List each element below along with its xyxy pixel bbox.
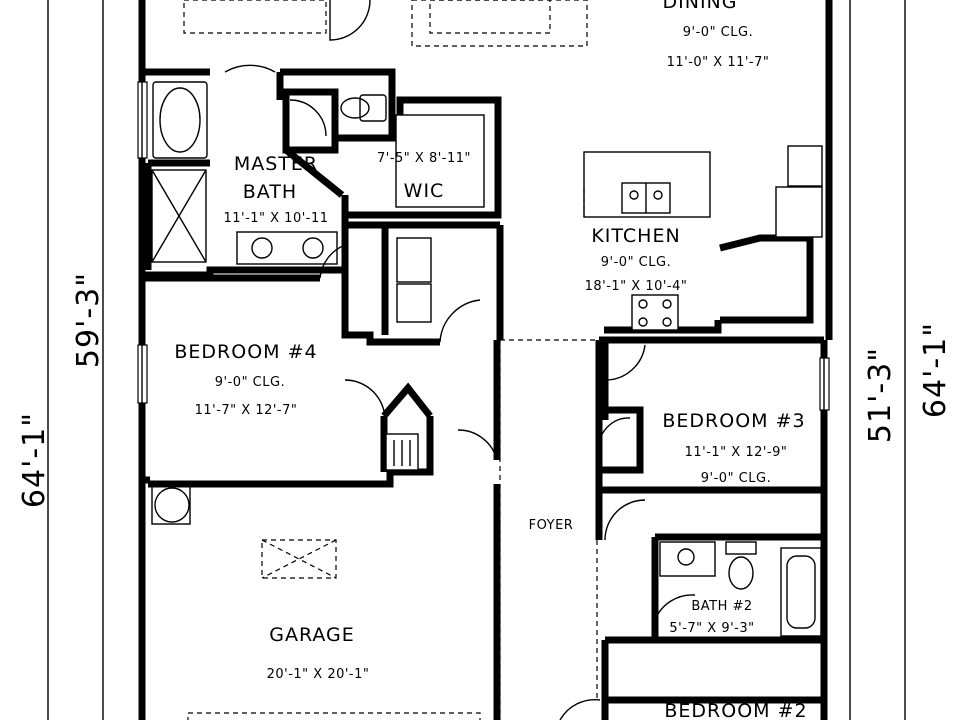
master-bath-label-2: BATH <box>243 181 297 203</box>
kitchen-size: 18'-1" X 10'-4" <box>585 279 688 294</box>
dining-ceiling: 9'-0" CLG. <box>683 25 753 40</box>
dining-size: 11'-0" X 11'-7" <box>667 55 770 70</box>
bedroom2-label: BEDROOM #2 <box>664 700 807 720</box>
bedroom4-ceiling: 9'-0" CLG. <box>215 375 285 390</box>
bedroom4-size: 11'-7" X 12'-7" <box>195 403 298 418</box>
master-bath-label-1: MASTER <box>234 153 318 175</box>
bedroom3-label: BEDROOM #3 <box>662 410 805 432</box>
windows <box>137 81 830 411</box>
bath-fixtures <box>151 81 822 637</box>
kitchen-label: KITCHEN <box>591 225 680 247</box>
bedroom3-ceiling: 9'-0" CLG. <box>701 471 771 486</box>
wic-label: WIC <box>404 180 445 202</box>
master-bath-size: 11'-1" X 10'-11 <box>223 211 328 226</box>
interior-walls <box>142 68 824 720</box>
room-labels: DINING 9'-0" CLG. 11'-0" X 11'-7" MASTER… <box>174 0 807 720</box>
bedroom4-label: BEDROOM #4 <box>174 341 317 363</box>
dining-label: DINING <box>663 0 738 13</box>
dimension-right-inner: 51'-3" <box>863 347 898 443</box>
dimension-right-outer: 64'-1" <box>918 322 953 418</box>
garage-label: GARAGE <box>269 624 355 646</box>
dimension-left-outer: 64'-1" <box>17 412 52 508</box>
dashed-separators <box>499 339 600 720</box>
wic-size: 7'-5" X 8'-11" <box>377 151 471 166</box>
doors <box>224 0 696 720</box>
dimension-left-inner: 59'-3" <box>71 272 106 368</box>
bath2-size: 5'-7" X 9'-3" <box>669 621 754 636</box>
dining-fixtures <box>183 0 588 47</box>
kitchen-fixtures <box>583 145 823 331</box>
dimension-lines <box>47 0 906 720</box>
bedroom3-size: 11'-1" X 12'-9" <box>685 445 788 460</box>
kitchen-ceiling: 9'-0" CLG. <box>601 255 671 270</box>
overall-dimensions: 64'-1" 59'-3" 51'-3" 64'-1" <box>17 272 953 508</box>
garage-size: 20'-1" X 20'-1" <box>267 667 370 682</box>
foyer-label: FOYER <box>529 518 574 533</box>
garage-fixtures <box>187 539 481 720</box>
bath2-label: BATH #2 <box>691 599 752 614</box>
